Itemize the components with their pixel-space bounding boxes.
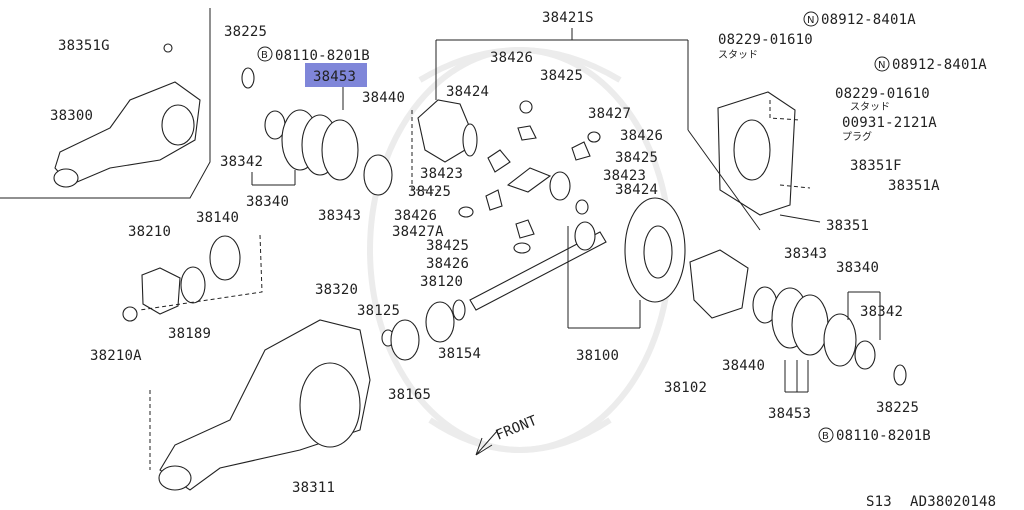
label-08229-b: 08229-01610 (835, 86, 930, 102)
label-38140: 38140 (196, 210, 239, 226)
label-08912-b: 08912-8401A (892, 57, 987, 73)
label-38426-d: 38426 (426, 256, 469, 272)
axle-housing (158, 319, 371, 491)
label-38425-c: 38425 (408, 184, 451, 200)
label-08110-top: 08110-8201B (275, 48, 370, 64)
label-38453-bot: 38453 (768, 406, 811, 422)
badge-n-b-circle (874, 56, 890, 72)
front-arrow-icon (475, 429, 499, 456)
badge-n-b: N (878, 60, 885, 71)
badge-b-top: B (261, 50, 268, 61)
pinion-parts (241, 67, 466, 361)
label-38425-b: 38425 (615, 150, 658, 166)
label-plug: プラグ (842, 130, 872, 143)
label-38351: 38351 (826, 218, 869, 234)
badge-b-bot: B (822, 431, 829, 442)
label-stud-a: スタッド (718, 49, 758, 61)
badge-n-a: N (807, 15, 814, 26)
label-38342-bot: 38342 (860, 304, 903, 320)
label-38311: 38311 (292, 480, 335, 496)
label-38343-top: 38343 (318, 208, 361, 224)
label-38351G: 38351G (58, 38, 110, 54)
label-38453-top: 38453 (313, 69, 356, 85)
label-38225-bot: 38225 (876, 400, 919, 416)
label-stud-b: スタッド (850, 101, 890, 113)
label-38424-b: 38424 (615, 182, 658, 198)
label-38426-b: 38426 (620, 128, 663, 144)
label-38300: 38300 (50, 108, 93, 124)
label-38423-b: 38423 (603, 168, 646, 184)
footer-diagram-id: AD38020148 (910, 494, 996, 510)
label-38100: 38100 (576, 348, 619, 364)
label-00931: 00931-2121A (842, 115, 937, 131)
label-38425-a: 38425 (540, 68, 583, 84)
label-38102: 38102 (664, 380, 707, 396)
label-38351F: 38351F (850, 158, 902, 174)
label-38440-top: 38440 (362, 90, 405, 106)
right-bearing-stack (752, 286, 907, 386)
label-38440-bot: 38440 (722, 358, 765, 374)
label-38426-c: 38426 (394, 208, 437, 224)
label-38426-a: 38426 (490, 50, 533, 66)
label-08110-bot: 08110-8201B (836, 428, 931, 444)
label-38340-bot: 38340 (836, 260, 879, 276)
label-38343-bot: 38343 (784, 246, 827, 262)
leader-lines (251, 28, 881, 393)
label-38320: 38320 (315, 282, 358, 298)
badge-b-bot-circle (818, 427, 834, 443)
companion-flange (122, 235, 241, 322)
label-38342-top: 38342 (220, 154, 263, 170)
rear-cover (717, 91, 796, 216)
label-38154: 38154 (438, 346, 481, 362)
dashed-guides (139, 100, 811, 470)
label-38423-a: 38423 (420, 166, 463, 182)
label-front: FRONT (494, 413, 540, 444)
badge-b-top-circle (257, 46, 273, 62)
label-38125: 38125 (357, 303, 400, 319)
footer-model-code: S13 (866, 494, 892, 510)
top-bearing-stack (264, 109, 393, 196)
label-38210: 38210 (128, 224, 171, 240)
label-38225-top: 38225 (224, 24, 267, 40)
label-38165: 38165 (388, 387, 431, 403)
label-38425-d: 38425 (426, 238, 469, 254)
label-38424-a: 38424 (446, 84, 489, 100)
badge-n-a-circle (803, 11, 819, 27)
label-38427A: 38427A (392, 224, 444, 240)
label-38351A: 38351A (888, 178, 940, 194)
highlight-38453 (305, 63, 367, 87)
label-38210A: 38210A (90, 348, 142, 364)
ring-pinion-gear (469, 197, 749, 319)
diff-case (417, 99, 601, 254)
label-38421S: 38421S (542, 10, 594, 26)
inset-diff-housing (53, 43, 201, 188)
label-08912-a: 08912-8401A (821, 12, 916, 28)
label-38189: 38189 (168, 326, 211, 342)
label-08229-a: 08229-01610 (718, 32, 813, 48)
label-38427: 38427 (588, 106, 631, 122)
label-38120: 38120 (420, 274, 463, 290)
inset-frame (0, 8, 211, 199)
label-38340-top: 38340 (246, 194, 289, 210)
